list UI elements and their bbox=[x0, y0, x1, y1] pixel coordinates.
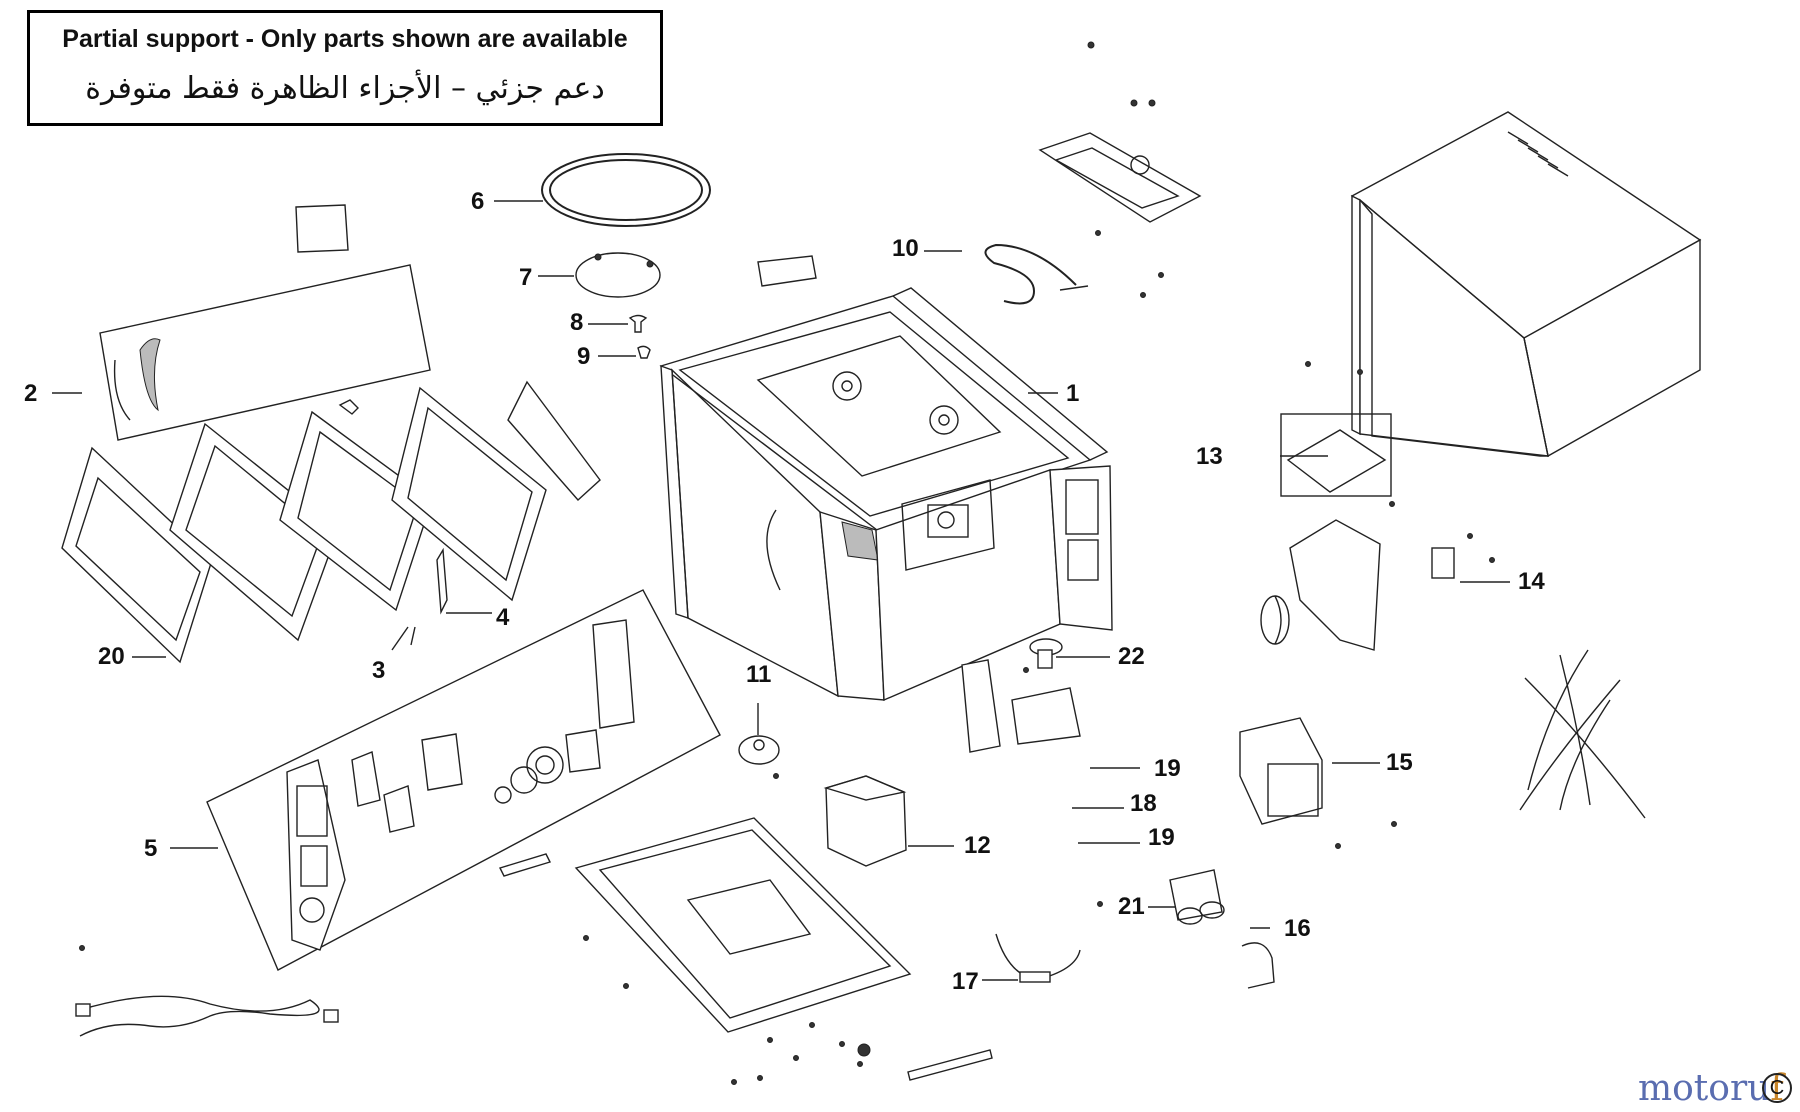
callout-15[interactable]: 15 bbox=[1386, 749, 1413, 776]
callout-14[interactable]: 14 bbox=[1518, 568, 1545, 595]
callout-7[interactable]: 7 bbox=[519, 264, 533, 291]
watermark-logo: motoruf bbox=[1638, 1068, 1784, 1109]
notice-arabic: دعم جزئي – الأجزاء الظاهرة فقط متوفرة bbox=[85, 71, 605, 106]
callout-9[interactable]: 9 bbox=[577, 343, 591, 370]
turntable-parts bbox=[541, 153, 711, 359]
hv-diode bbox=[995, 933, 1275, 989]
callout-18[interactable]: 18 bbox=[1130, 790, 1157, 817]
notice-english: Partial support - Only parts shown are a… bbox=[62, 25, 628, 53]
callout-20[interactable]: 20 bbox=[98, 643, 125, 670]
waveguide-cover bbox=[757, 255, 817, 287]
magnetron bbox=[823, 775, 907, 867]
callout-13[interactable]: 13 bbox=[1196, 443, 1223, 470]
callout-19-upper[interactable]: 19 bbox=[1154, 755, 1181, 782]
callout-5[interactable]: 5 bbox=[144, 835, 158, 862]
turntable-motor bbox=[738, 735, 780, 765]
control-panel-group bbox=[206, 589, 721, 971]
callout-2[interactable]: 2 bbox=[24, 380, 38, 407]
oven-cavity bbox=[659, 287, 1113, 702]
pcb-box bbox=[1280, 413, 1392, 497]
screws bbox=[79, 41, 1495, 1085]
leader-lines bbox=[52, 200, 1510, 981]
callout-17[interactable]: 17 bbox=[952, 968, 979, 995]
callout-12[interactable]: 12 bbox=[964, 832, 991, 859]
callout-16[interactable]: 16 bbox=[1284, 915, 1311, 942]
callout-22[interactable]: 22 bbox=[1118, 643, 1145, 670]
callout-19-lower[interactable]: 19 bbox=[1148, 824, 1175, 851]
callout-3[interactable]: 3 bbox=[372, 657, 386, 684]
hv-capacitor bbox=[1169, 869, 1225, 925]
callout-11[interactable]: 11 bbox=[746, 661, 772, 688]
callout-6[interactable]: 6 bbox=[471, 188, 485, 215]
base-plate bbox=[499, 817, 993, 1081]
callout-10[interactable]: 10 bbox=[892, 235, 919, 262]
door-panels bbox=[61, 380, 601, 664]
heater-element bbox=[984, 132, 1202, 305]
callout-4[interactable]: 4 bbox=[496, 604, 510, 631]
callout-21[interactable]: 21 bbox=[1118, 893, 1145, 920]
callout-1[interactable]: 1 bbox=[1066, 380, 1080, 407]
callout-8[interactable]: 8 bbox=[570, 309, 584, 336]
door-latch bbox=[961, 638, 1081, 753]
wire-harness bbox=[1519, 649, 1646, 819]
partial-support-notice: Partial support - Only parts shown are a… bbox=[27, 10, 663, 126]
watermark-text-a: motoru bbox=[1638, 1068, 1771, 1109]
copyright-mark: C bbox=[1762, 1073, 1792, 1103]
door-choke-panel bbox=[99, 204, 431, 441]
fan-motor-assembly bbox=[1260, 519, 1455, 651]
transformer bbox=[1239, 717, 1323, 825]
power-cord bbox=[75, 995, 339, 1037]
outer-case bbox=[1350, 111, 1702, 458]
